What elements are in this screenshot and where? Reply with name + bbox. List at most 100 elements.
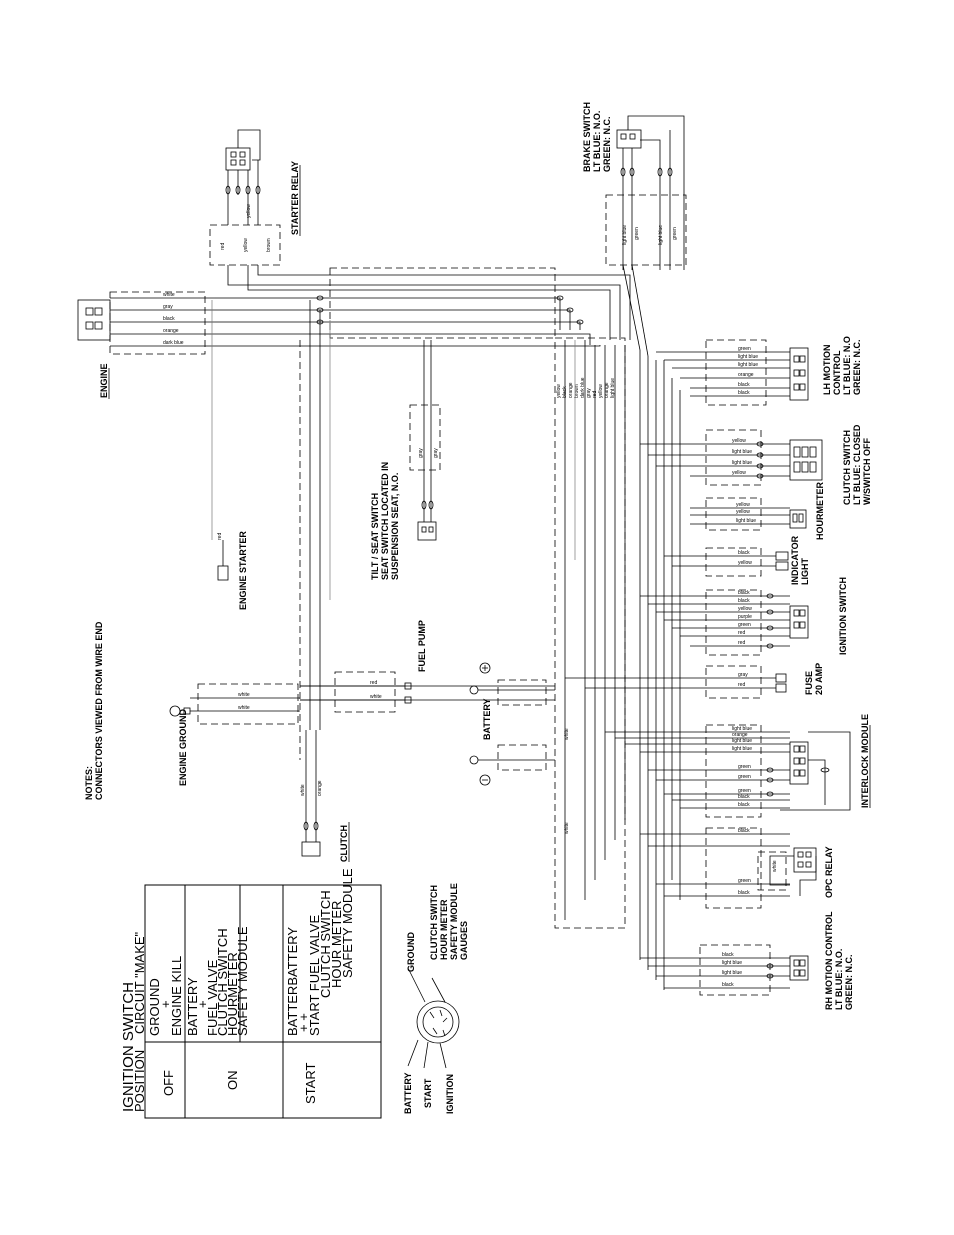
table-row-off-line: ENGINE KILL [169,956,184,1036]
clutch: white orange CLUTCH [300,730,350,862]
harness-upper [211,265,631,929]
wire-label: white [370,694,382,700]
label-indicator-1: INDICATOR [790,535,800,585]
wire-label: dark blue [580,377,586,398]
wire-label: white [300,784,306,796]
wire-label: orange [568,382,574,398]
label-engine-ground: ENGINE GROUND [178,708,188,786]
lh-motion-control: green light blue light blue orange black… [656,336,862,406]
table-row-off-line: GROUND [147,978,162,1036]
wire-label: gray [163,304,173,310]
table-row-on-line: + [195,1000,210,1008]
wire-label: orange [163,328,179,334]
wire-label: orange [604,382,610,398]
wire-label: gray [418,448,424,458]
wire-label: light blue [732,726,752,732]
table-row-start-position: START [303,1063,318,1104]
wire-label: red [738,630,745,636]
wire-label: orange [732,732,748,738]
wire-label: black [722,982,734,988]
pin-label-hour-meter: HOUR METER [439,899,449,960]
wire-label: red [217,533,223,540]
wire-label: black [738,598,750,604]
fuse: gray red FUSE 20 AMP [565,663,824,699]
table-row-on-line: BATTERY [185,977,200,1036]
bundle-trunks [564,340,681,990]
wire-label: white [163,292,175,298]
ground-ring [169,705,181,717]
pin-label-clutch-switch: CLUTCH SWITCH [429,885,439,960]
label-clutch-switch-3: W/SWITCH OFF [862,438,872,505]
wire-label: light blue [736,518,756,524]
label-opc-relay: OPC RELAY [824,846,834,898]
opc-relay-connector [793,847,817,873]
label-clutch-switch-2: LT BLUE: CLOSED [852,424,862,505]
wire-label: purple [738,614,752,620]
wire-label: white [564,822,570,834]
battery-positive-terminal [469,685,479,695]
label-brake-switch-1: BRAKE SWITCH [582,102,592,172]
label-rh-motion-1: RH MOTION CONTROL [824,911,834,1010]
starter-terminal [217,565,229,581]
table-row-off-position: OFF [161,1070,176,1096]
wire-label: brown [574,384,580,398]
wire-label: red [370,680,377,686]
table-row-on-line: SAFETY MODULE [235,926,250,1036]
label-tilt-seat-1: TILT / SEAT SWITCH [370,493,380,580]
harness-middle [299,300,555,760]
clutch-switch: yellow light blue light blue yellow CLUT… [640,424,872,505]
indicator-light: black yellow INDICATOR LIGHT [664,535,810,585]
label-lh-motion-1: LH MOTION [822,345,832,396]
label-interlock-module: INTERLOCK MODULE [860,714,870,808]
engine-ground: white white ENGINE GROUND [169,683,300,786]
battery-negative-symbol [479,774,491,786]
relay-connector [209,224,281,266]
wire-label: brown [266,238,272,252]
wire-label: black [722,952,734,958]
label-ignition-switch: IGNITION SWITCH [838,577,848,655]
wire-label: black [738,802,750,808]
wire-label: light blue [732,746,752,752]
label-hourmeter: HOURMETER [815,482,825,540]
wire-label: yellow [732,438,746,444]
wire-label: light blue [732,738,752,744]
table-header-circuit: CIRCUIT "MAKE" [132,931,147,1034]
wire-label: light blue [732,449,752,455]
table-title: IGNITION SWITCH [120,982,137,1112]
wire-label: yellow [243,238,249,252]
ignition-switch-connector-group: black black yellow purple green red red … [640,577,848,656]
table-row-on-position: ON [225,1071,240,1091]
hourmeter: yellow yellow light blue HOURMETER [690,482,825,540]
table-header-position: POSITION [132,1050,147,1112]
wire-label: yellow [738,606,752,612]
wire-label: yellow [598,384,604,398]
wire-label: gray [738,672,748,678]
wire-label: yellow [732,470,746,476]
engine-starter: red ENGINE STARTER [217,531,248,610]
engine-connector: white gray black orange dark blue ENGINE [77,291,215,399]
wire-label: green [672,227,678,240]
wire-label: red [738,682,745,688]
relay-body [225,147,251,171]
wire-label: yellow [736,502,750,508]
battery: BATTERY white white [469,662,570,834]
wire-label: gray [433,448,439,458]
wire-label: gray [586,388,592,398]
wire-label: yellow [738,560,752,566]
wire-label: yellow [736,509,750,515]
wire-label: light blue [658,225,664,245]
wire-label: black [738,590,750,596]
rh-motion-control: black light blue light blue black RH MOT… [640,911,854,1010]
table-row-on-line: HOURMETER [225,952,240,1036]
table-row-on-line: CLUTCH SWITCH [215,928,230,1036]
battery-negative-terminal [469,755,479,765]
wire-label: orange [738,372,754,378]
wire-label: green [738,788,751,794]
wire-label: red [738,640,745,646]
label-clutch-switch-1: CLUTCH SWITCH [842,430,852,505]
wire-label: black [738,890,750,896]
table-row-on-line: FUEL VALVE [205,959,220,1036]
wire-label: black [738,794,750,800]
wire-label: green [738,346,751,352]
pin-label-gauges: GAUGES [459,921,469,960]
